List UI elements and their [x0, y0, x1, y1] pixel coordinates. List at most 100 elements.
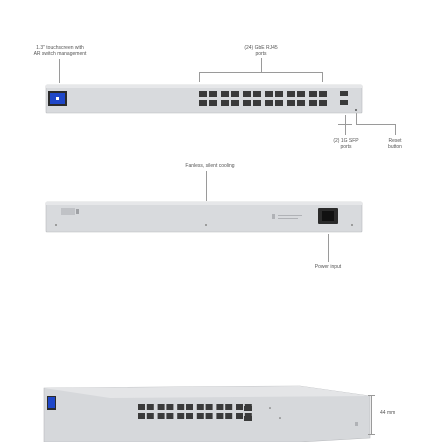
callout-height: 44 mm	[380, 410, 396, 416]
callout-reset-line1: Reset	[388, 138, 402, 144]
callout-sfp-line2: ports	[340, 144, 352, 150]
rj45-port-icon	[319, 100, 327, 106]
rj45-port-icon	[199, 100, 207, 106]
rj45-port-icon	[309, 100, 317, 106]
rj45-port-icon	[243, 91, 251, 97]
rj45-port-icon	[199, 91, 207, 97]
rj45-port-icon	[297, 100, 305, 106]
leader-sfp	[345, 115, 346, 135]
rj45-port-icon	[297, 91, 305, 97]
rj45-port-icon	[196, 404, 204, 410]
front-chassis-highlight	[46, 85, 362, 88]
touchscreen-glyph	[56, 97, 59, 100]
rj45-port-icon	[216, 404, 224, 410]
rj45-port-icon	[225, 404, 233, 410]
leader-reset-v2	[395, 124, 396, 135]
rj45-port-icon	[253, 100, 261, 106]
led-icon	[269, 407, 271, 409]
callout-rj45: (24) GbE RJ45 ports	[226, 45, 296, 57]
rj45-port-icon	[287, 91, 295, 97]
rj45-port-icon	[236, 413, 243, 419]
ground-terminal	[76, 209, 79, 214]
rj45-port-icon	[253, 91, 261, 97]
rj45-port-icon	[157, 413, 165, 419]
rj45-port-icon	[221, 100, 229, 106]
led-icon	[279, 417, 281, 419]
logo-icon	[272, 214, 275, 219]
sfp-port-icon	[340, 100, 348, 105]
callout-touchscreen: 1.3" touchscreen with AR switch manageme…	[18, 45, 102, 57]
callout-reset: Reset button	[378, 138, 412, 150]
touchscreen-icon	[48, 397, 55, 408]
callout-rj45-line1: (24) GbE RJ45	[244, 45, 278, 51]
rj45-port-icon	[216, 413, 224, 419]
rj45-port-icon	[265, 100, 273, 106]
dimension-tick-bottom	[368, 434, 375, 435]
rj45-port-icon	[166, 404, 174, 410]
rj45-port-icon	[146, 404, 154, 410]
dimension-line	[371, 395, 372, 435]
rj45-port-icon	[209, 91, 217, 97]
callout-cooling: Fanless, silent cooling	[185, 163, 235, 169]
rj45-port-icon	[275, 100, 283, 106]
rj45-port-icon	[231, 100, 239, 106]
rj45-port-icon	[236, 404, 243, 410]
perspective-top-face	[44, 386, 370, 398]
rj45-port-icon	[205, 413, 213, 419]
callout-sfp: (2) 1G SFP ports	[326, 138, 366, 150]
regulatory-text-mark	[278, 215, 302, 216]
rj45-port-icon	[209, 100, 217, 106]
back-chassis-highlight	[46, 202, 362, 205]
rj45-port-icon	[138, 413, 145, 419]
callout-touchscreen-line1: 1.3" touchscreen with	[36, 45, 84, 51]
callout-sfp-line1: (2) 1G SFP	[333, 138, 359, 144]
leader-rj45-right	[322, 72, 323, 82]
rj45-port-icon	[205, 404, 213, 410]
leader-reset-h	[356, 124, 396, 125]
rj45-port-icon	[157, 404, 165, 410]
callout-reset-line2: button	[388, 144, 402, 150]
rj45-port-icon	[146, 413, 154, 419]
sfp-port-icon	[244, 416, 252, 421]
rj45-port-icon	[177, 404, 185, 410]
leader-rj45-bracket	[199, 72, 323, 73]
rj45-port-icon	[309, 91, 317, 97]
leader-rj45-left	[199, 72, 200, 82]
rj45-port-icon	[221, 91, 229, 97]
regulatory-text-mark	[278, 218, 298, 219]
dimension-tick-top	[368, 395, 375, 396]
screw-icon	[351, 224, 353, 226]
rj45-port-icon	[196, 413, 204, 419]
screw-icon	[55, 224, 57, 226]
rj45-port-icon	[265, 91, 273, 97]
rj45-port-icon	[166, 413, 174, 419]
leader-touchscreen	[59, 59, 60, 83]
callout-rj45-line2: ports	[255, 51, 267, 57]
rj45-port-icon	[186, 404, 193, 410]
reset-button-icon	[355, 109, 357, 111]
callout-power: Power input	[314, 264, 342, 270]
leader-power	[328, 234, 329, 262]
power-inlet-socket	[322, 211, 334, 221]
sfp-port-icon	[244, 406, 252, 411]
rj45-port-icon	[186, 413, 193, 419]
rj45-port-icon	[319, 91, 327, 97]
rj45-port-icon	[231, 91, 239, 97]
sfp-port-icon	[340, 91, 348, 96]
screw-icon	[205, 224, 207, 226]
callout-touchscreen-line2: AR switch management	[33, 51, 87, 57]
leader-rj45-stem	[261, 58, 262, 72]
rj45-port-icon	[138, 404, 145, 410]
rj45-port-icon	[243, 100, 251, 106]
rj45-port-group	[199, 91, 327, 106]
rj45-port-icon	[287, 100, 295, 106]
side-vent	[355, 422, 358, 426]
rj45-port-icon	[275, 91, 283, 97]
rj45-port-icon	[225, 413, 233, 419]
rj45-port-icon	[177, 413, 185, 419]
leader-reset-v1	[356, 112, 357, 125]
